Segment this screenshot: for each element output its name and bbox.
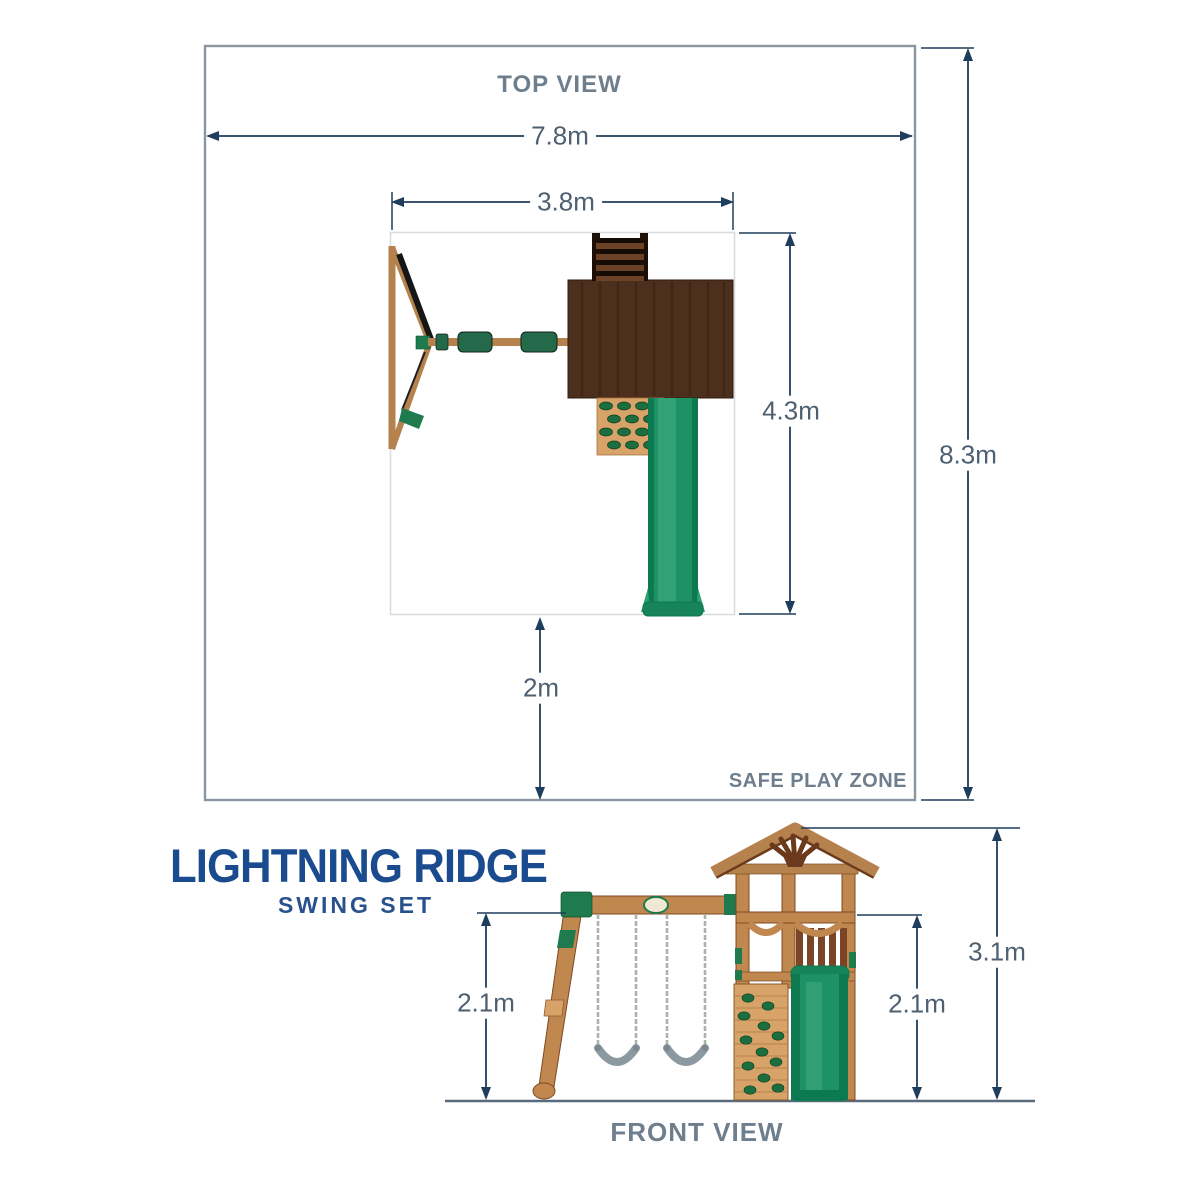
swing-seat-1-top — [457, 331, 493, 353]
safe-play-zone-outline — [203, 44, 917, 802]
dim-label-set-width: 3.8m — [530, 186, 602, 218]
front-view-dimension-arrows — [481, 828, 1002, 1100]
swings-front — [594, 914, 709, 1066]
dim-label-tower-side-height: 2.1m — [881, 988, 953, 1020]
top-view-diagram — [203, 44, 974, 802]
swing-aframe-top — [388, 245, 435, 451]
brand-badge — [643, 896, 669, 914]
dim-label-overall-width: 7.8m — [524, 120, 596, 152]
swing-seat-2-front — [663, 1044, 709, 1066]
swing-beam-top — [428, 331, 572, 353]
tower-roof-front — [710, 822, 880, 879]
access-ladder-top — [592, 233, 648, 281]
dim-label-overall-depth: 8.3m — [932, 439, 1004, 471]
rock-wall-front — [733, 983, 789, 1101]
aframe-bracket-top — [415, 335, 431, 350]
swing-seat-shadow-top — [399, 408, 424, 429]
dim-label-set-depth: 4.3m — [755, 395, 827, 427]
swing-seat-2-top — [520, 331, 558, 353]
slide-top — [641, 398, 705, 617]
playset-front-view — [532, 822, 880, 1101]
top-view-title: TOP VIEW — [497, 71, 622, 98]
dim-label-front-clearance: 2m — [515, 672, 567, 704]
swing-beam-front — [560, 891, 743, 918]
swing-leg-front — [532, 896, 585, 1100]
front-view-diagram — [445, 822, 1035, 1103]
product-subtitle: SWING SET — [277, 892, 435, 918]
tower-balusters — [796, 928, 847, 978]
swing-hanger-top — [435, 333, 449, 351]
swing-seat-1-front — [594, 1044, 640, 1066]
dim-label-overall-height: 3.1m — [961, 936, 1033, 968]
product-title: LIGHTNING RIDGE — [170, 839, 548, 892]
top-view-dimension-arrows — [206, 48, 973, 800]
playset-top-view — [388, 233, 734, 617]
beam-corner-bracket — [560, 891, 593, 918]
dim-label-swing-beam-height: 2.1m — [450, 987, 522, 1019]
tower-roof-top — [567, 279, 734, 399]
front-view-title: FRONT VIEW — [610, 1117, 784, 1147]
slide-front — [790, 965, 850, 1101]
safe-play-zone-label: SAFE PLAY ZONE — [728, 770, 907, 792]
slide-end-cap-top — [642, 601, 704, 617]
